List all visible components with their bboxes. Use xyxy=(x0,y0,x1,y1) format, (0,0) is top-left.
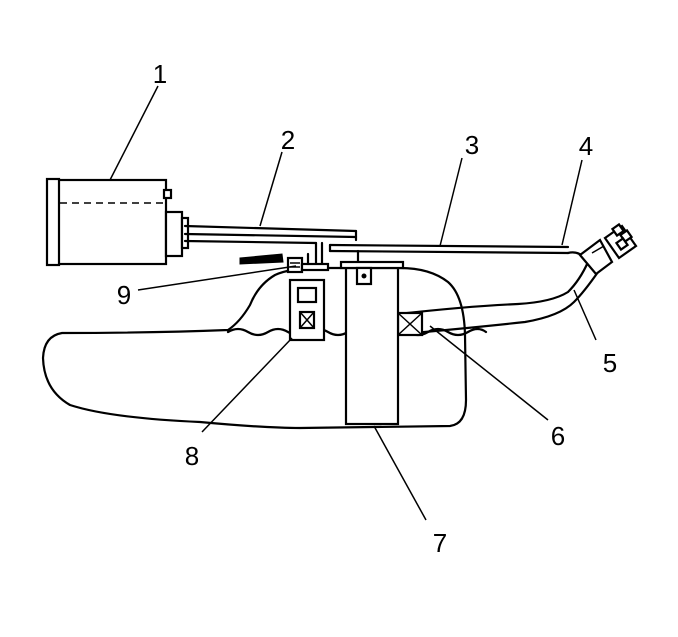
check-valve xyxy=(396,311,424,337)
callout-6: 6 xyxy=(551,421,565,451)
fuel-filler-pipe xyxy=(396,222,638,336)
callout-7: 7 xyxy=(433,528,447,558)
callout-2: 2 xyxy=(281,125,295,155)
callout-4: 4 xyxy=(579,131,593,161)
callout-5: 5 xyxy=(603,348,617,378)
callout-9: 9 xyxy=(117,280,131,310)
pressure-sensor xyxy=(239,252,330,274)
vapor-lines xyxy=(183,224,358,268)
evap-canister xyxy=(45,177,190,267)
fuel-sender-assembly xyxy=(339,260,405,426)
callout-8: 8 xyxy=(185,441,199,471)
callout-1: 1 xyxy=(153,59,167,89)
fuel-tank xyxy=(41,266,468,430)
rollover-valve xyxy=(288,278,326,342)
leader-lines xyxy=(109,85,597,521)
callout-3: 3 xyxy=(465,130,479,160)
fuel-cap xyxy=(603,222,638,260)
